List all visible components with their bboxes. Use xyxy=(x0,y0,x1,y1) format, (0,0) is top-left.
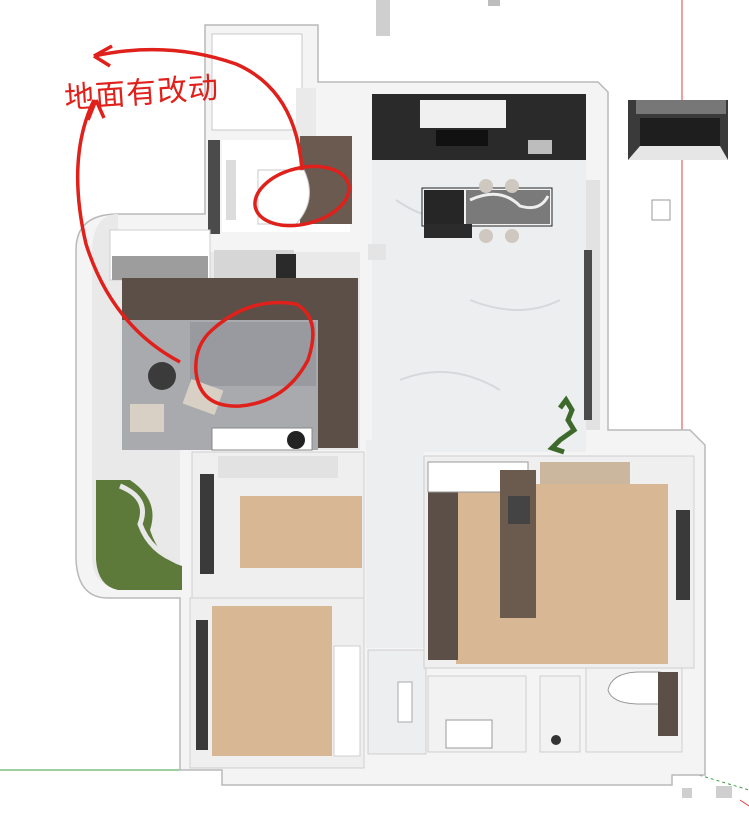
markup-circle-bathroom xyxy=(253,164,351,228)
kitchen-oven xyxy=(528,140,552,154)
balcony-window xyxy=(208,140,220,234)
master-partition xyxy=(500,470,536,618)
bedroom-lower-floor xyxy=(212,606,332,756)
floating-fragment xyxy=(488,0,500,6)
master-floor xyxy=(456,484,668,664)
wc-toilet xyxy=(551,735,561,745)
right-window xyxy=(584,250,592,420)
island-cooktop xyxy=(424,190,464,224)
marble-column xyxy=(368,244,386,260)
bathroom-fixture xyxy=(226,160,236,220)
kitchen-upper-panel xyxy=(420,100,506,128)
bedroom-lower-closet xyxy=(333,645,361,757)
markup-arrow-curve-top xyxy=(93,47,304,171)
lounge-chair xyxy=(130,404,164,432)
red-axis-dashed xyxy=(739,799,749,807)
marble-corridor xyxy=(366,440,424,648)
bar-stool xyxy=(505,229,519,243)
rug xyxy=(211,427,313,451)
master-headboard xyxy=(540,462,630,484)
master-window xyxy=(676,510,690,600)
bath-center-fixture xyxy=(397,681,413,723)
closet-bench xyxy=(445,719,493,749)
markup-arrow-head xyxy=(86,99,106,121)
bar-stool xyxy=(505,179,519,193)
bath-center xyxy=(367,649,427,755)
markup-arrow-curve xyxy=(75,99,181,364)
den-wood-floor-side xyxy=(316,300,358,448)
bedroom-upper-floor xyxy=(240,496,362,568)
master-wardrobe xyxy=(428,470,458,660)
markup-circle-den xyxy=(194,300,315,408)
bathtub xyxy=(257,169,310,225)
den-cabinet-front xyxy=(112,256,208,280)
floating-block xyxy=(682,788,692,798)
rug-ottoman xyxy=(287,431,305,449)
island-marble-vein xyxy=(469,192,550,210)
floating-block-2 xyxy=(716,786,732,798)
bar-stool xyxy=(479,179,493,193)
floating-cabinet-front xyxy=(640,118,720,146)
floating-box xyxy=(651,199,671,221)
kitchen-stove xyxy=(436,130,488,146)
lounge-chair xyxy=(182,378,224,416)
bar-stool xyxy=(479,229,493,243)
garden-bed xyxy=(96,480,182,590)
bedroom-upper-wardrobe xyxy=(218,456,338,478)
island-base xyxy=(424,224,472,238)
den-appliance xyxy=(276,254,296,278)
floating-pillar xyxy=(376,0,390,36)
round-table xyxy=(148,362,176,390)
island-marble-top xyxy=(466,190,550,224)
garden-path-edge xyxy=(118,483,181,565)
plant xyxy=(547,395,578,455)
bathroom-wood-strip xyxy=(300,136,352,224)
floating-cabinet-base xyxy=(628,146,728,160)
bedroom-lower-window xyxy=(196,620,208,750)
master-bath-vanity xyxy=(658,672,678,736)
floating-cabinet-top xyxy=(636,100,726,114)
markup-arrow-head-top xyxy=(93,44,113,68)
master-chair xyxy=(508,496,530,524)
bedroom-upper-window xyxy=(200,474,214,574)
